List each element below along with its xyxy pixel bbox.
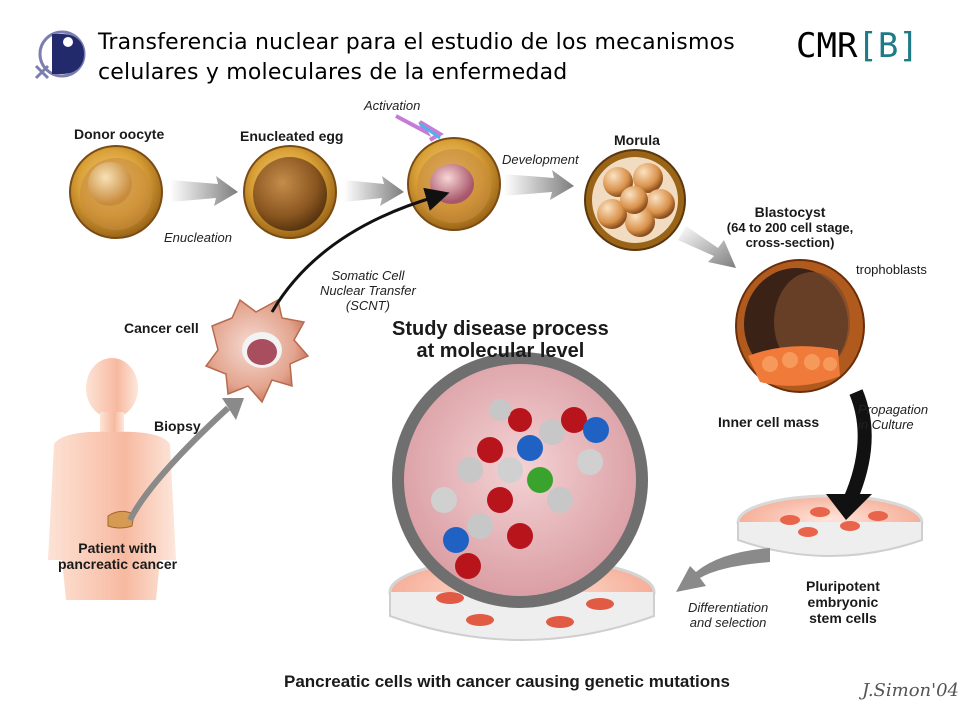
donor-oocyte-label: Donor oocyte	[74, 126, 165, 142]
propagation-arrow	[843, 389, 872, 503]
cancer-cell-label: Cancer cell	[124, 320, 199, 336]
activated-egg-cell	[407, 137, 501, 231]
study-heading-line-2: at molecular level	[416, 340, 585, 362]
scnt-label-line-1: Somatic Cell	[331, 268, 405, 283]
pluripotent-label-line-3: stem cells	[809, 610, 877, 626]
brand-bracket-text: [B]	[857, 26, 919, 66]
study-heading-line-1: Study disease process	[392, 318, 609, 340]
cancer-cell	[204, 298, 310, 404]
brand-mark: CMR[B]	[796, 26, 919, 66]
enucleation-arrow	[170, 176, 238, 206]
development-arrow	[504, 170, 574, 200]
blastocyst-sublabel-1: (64 to 200 cell stage,	[726, 220, 854, 235]
dna-molecule-model	[431, 399, 609, 579]
patient-label: Patient with pancreatic cancer	[58, 540, 177, 572]
scnt-label-line-3: (SCNT)	[345, 298, 390, 313]
blastocyst-cell	[735, 259, 865, 393]
differentiation-label-line-1: Differentiation	[688, 600, 769, 615]
molecular-magnification-sphere	[392, 352, 648, 608]
scnt-arrow	[270, 187, 450, 313]
title-line-1: Transferencia nuclear para el estudio de…	[98, 30, 735, 55]
morula-to-blastocyst-arrow	[678, 226, 736, 268]
morula-cell	[584, 149, 686, 251]
enucleated-egg-cell	[243, 145, 337, 239]
pluripotent-label: Pluripotent embryonic stem cells	[806, 578, 880, 626]
morula-label: Morula	[614, 132, 660, 148]
activation-spark-icon	[395, 114, 444, 142]
patient-label-line-2: pancreatic cancer	[58, 556, 178, 572]
propagation-label-line-2: in Culture	[858, 417, 914, 432]
title-line-2: celulares y moleculares de la enfermedad	[98, 60, 568, 85]
development-label: Development	[502, 152, 579, 167]
patient-label-line-1: Patient with	[78, 540, 157, 556]
blastocyst-label: Blastocyst	[754, 204, 826, 220]
stem-cell-petri-dish	[736, 494, 924, 557]
scnt-label: Somatic Cell Nuclear Transfer (SCNT)	[320, 268, 416, 313]
scnt-label-line-2: Nuclear Transfer	[320, 283, 416, 298]
activation-label: Activation	[364, 98, 421, 113]
propagation-label-line-1: Propagation	[858, 402, 929, 417]
blastocyst-sublabel-2: cross-section)	[745, 235, 835, 250]
pluripotent-label-line-1: Pluripotent	[806, 578, 880, 594]
pluripotent-label-line-2: embryonic	[807, 594, 879, 610]
patient-silhouette	[48, 358, 176, 600]
brand-text: CMR	[796, 26, 858, 66]
trophoblasts-label: trophoblasts	[856, 262, 927, 277]
differentiation-label-line-2: and selection	[689, 615, 767, 630]
institution-logo-icon	[34, 30, 86, 80]
study-heading: Study disease process at molecular level	[392, 318, 609, 362]
footer-caption: Pancreatic cells with cancer causing gen…	[284, 672, 730, 691]
activation-arrow	[344, 176, 404, 206]
differentiation-arrow	[676, 548, 770, 592]
differentiation-label: Differentiation and selection	[688, 600, 768, 630]
biopsy-label: Biopsy	[154, 418, 201, 434]
donor-oocyte-cell	[69, 145, 163, 239]
enucleated-egg-label: Enucleated egg	[240, 128, 344, 144]
artist-signature: J.Simon'04	[862, 680, 959, 701]
inner-cell-mass-label: Inner cell mass	[718, 414, 820, 430]
propagation-label: Propagation in Culture	[858, 402, 928, 432]
enucleation-label: Enucleation	[164, 230, 232, 245]
biopsy-arrow	[127, 405, 231, 522]
